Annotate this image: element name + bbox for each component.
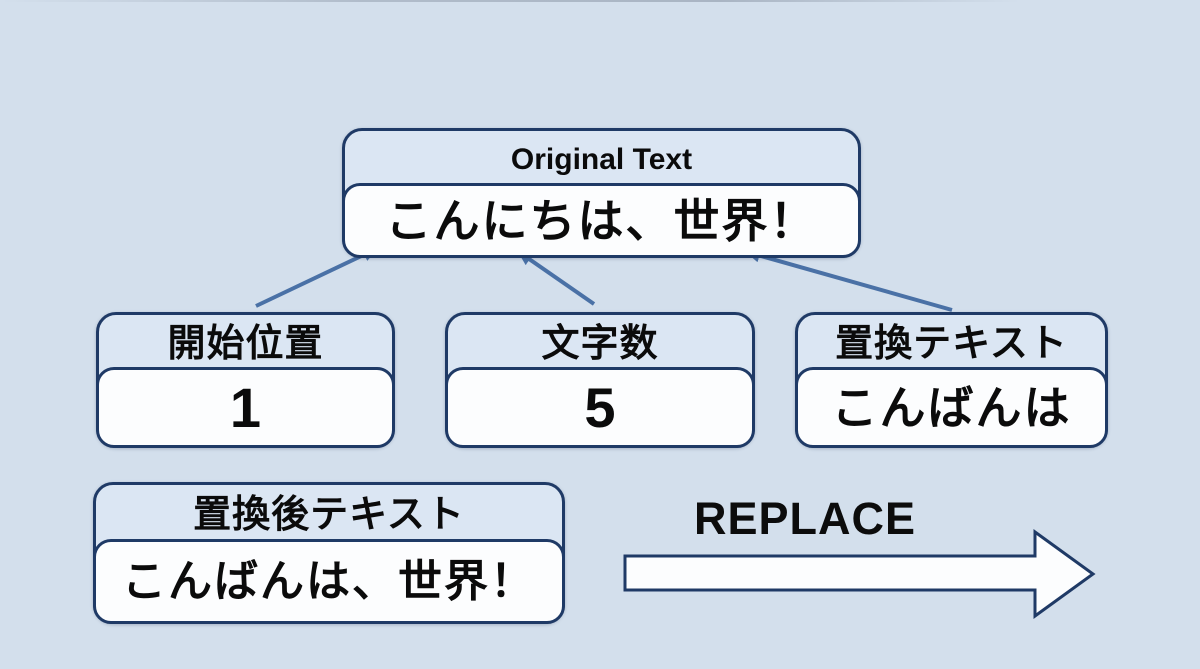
start-position-label: 開始位置 bbox=[167, 323, 324, 365]
char-count-label: 文字数 bbox=[541, 323, 659, 365]
char-count-value: 5 bbox=[445, 367, 755, 448]
top-edge-artifact bbox=[0, 0, 1200, 2]
original-text-value: こんにちは、世界！ bbox=[342, 183, 861, 258]
node-result-text: 置換後テキスト こんばんは、世界！ bbox=[93, 482, 565, 624]
original-text-label: Original Text bbox=[510, 143, 693, 176]
replace-operation-label: REPLACE bbox=[693, 493, 917, 544]
replacement-text-label: 置換テキスト bbox=[835, 323, 1068, 365]
start-position-value: 1 bbox=[96, 367, 395, 448]
connector-arrow-replacement-to-original bbox=[745, 248, 953, 312]
node-start-position: 開始位置 1 bbox=[96, 312, 395, 448]
replace-big-arrow-icon bbox=[623, 529, 1096, 619]
connector-arrow-start-to-original bbox=[255, 247, 378, 308]
connector-arrow-count-to-original bbox=[517, 250, 596, 306]
node-char-count: 文字数 5 bbox=[445, 312, 755, 448]
node-original-text: Original Text こんにちは、世界！ bbox=[342, 128, 861, 258]
result-text-value: こんばんは、世界！ bbox=[93, 539, 565, 624]
replacement-text-value: こんばんは bbox=[795, 367, 1108, 448]
node-replacement-text: 置換テキスト こんばんは bbox=[795, 312, 1108, 448]
result-text-label: 置換後テキスト bbox=[193, 494, 465, 536]
